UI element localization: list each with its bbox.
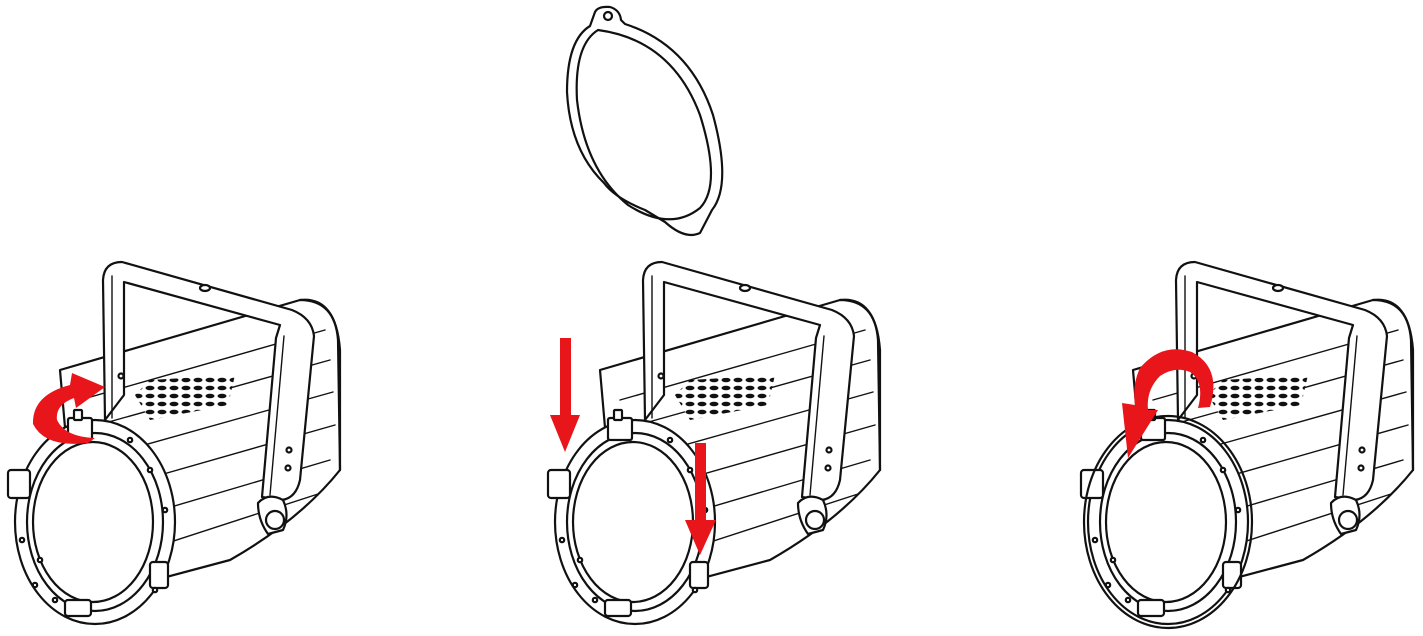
down-arrow-icon <box>685 443 716 555</box>
fixture-step-3 <box>1079 260 1415 630</box>
curved-arrow-icon <box>1122 349 1214 458</box>
filter-frame <box>565 5 724 237</box>
down-arrow-icon <box>550 338 580 452</box>
curved-arrow-icon <box>32 373 105 444</box>
fixture-step-2 <box>546 260 882 626</box>
fixture-step-1 <box>6 260 342 626</box>
